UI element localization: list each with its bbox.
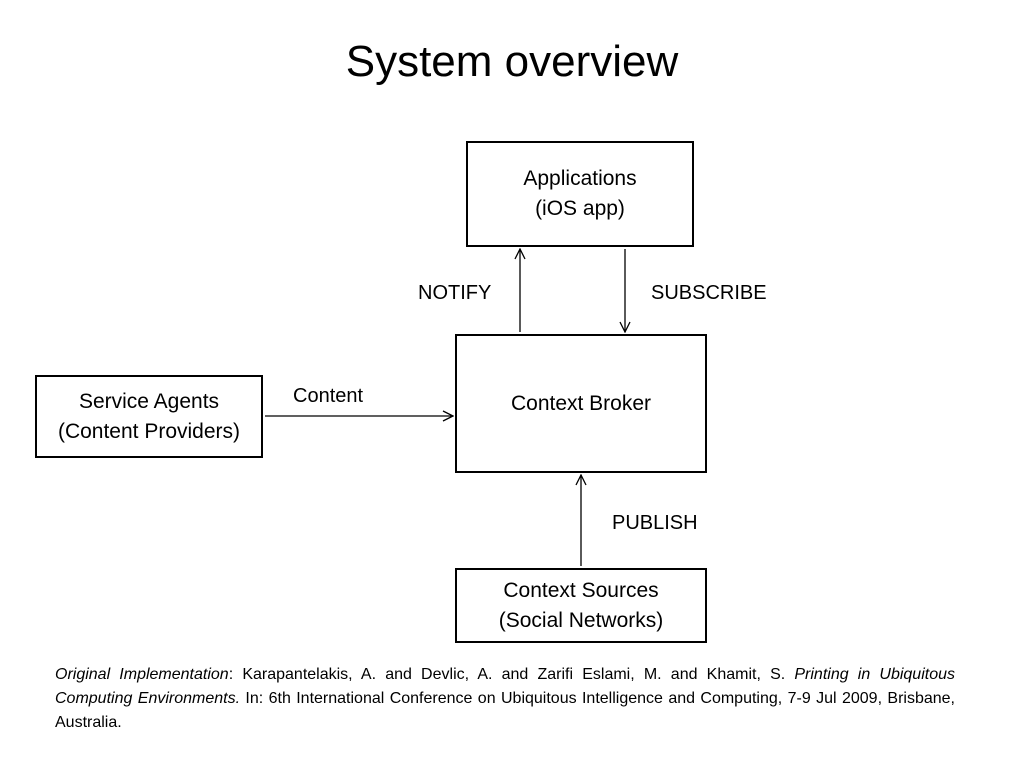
citation-venue: In: 6th International Conference on Ubiq… [55,690,955,731]
applications-label: Applications [523,167,637,190]
citation-authors: Karapantelakis, A. and Devlic, A. and Za… [242,666,795,683]
context-sources-box: Context Sources (Social Networks) [455,568,707,643]
service-agents-label: Service Agents [78,389,220,413]
context-sources-sublabel: (Social Networks) [498,608,664,632]
citation-paper-title: Printing in Ubiquitous Computing Environ… [55,666,956,707]
context-broker-label: Context Broker [510,391,652,415]
publish-label: PUBLISH [612,512,698,534]
content-label: Content [293,385,364,407]
citation: Original Implementation: Karapantelakis,… [55,663,955,735]
notify-label: NOTIFY [418,282,492,304]
citation-separator: : [228,666,243,683]
applications-sublabel: (iOS app) [535,197,625,220]
service-agents-box: Service Agents (Content Providers) [35,375,263,458]
citation-label: Original Implementation [55,666,229,683]
service-agents-sublabel: (Content Providers) [57,419,241,443]
context-broker-box: Context Broker [455,334,707,473]
slide-title: System overview [345,37,679,86]
subscribe-label: SUBSCRIBE [651,282,767,304]
context-sources-label: Context Sources [503,578,659,602]
applications-box: Applications (iOS app) [466,141,694,247]
